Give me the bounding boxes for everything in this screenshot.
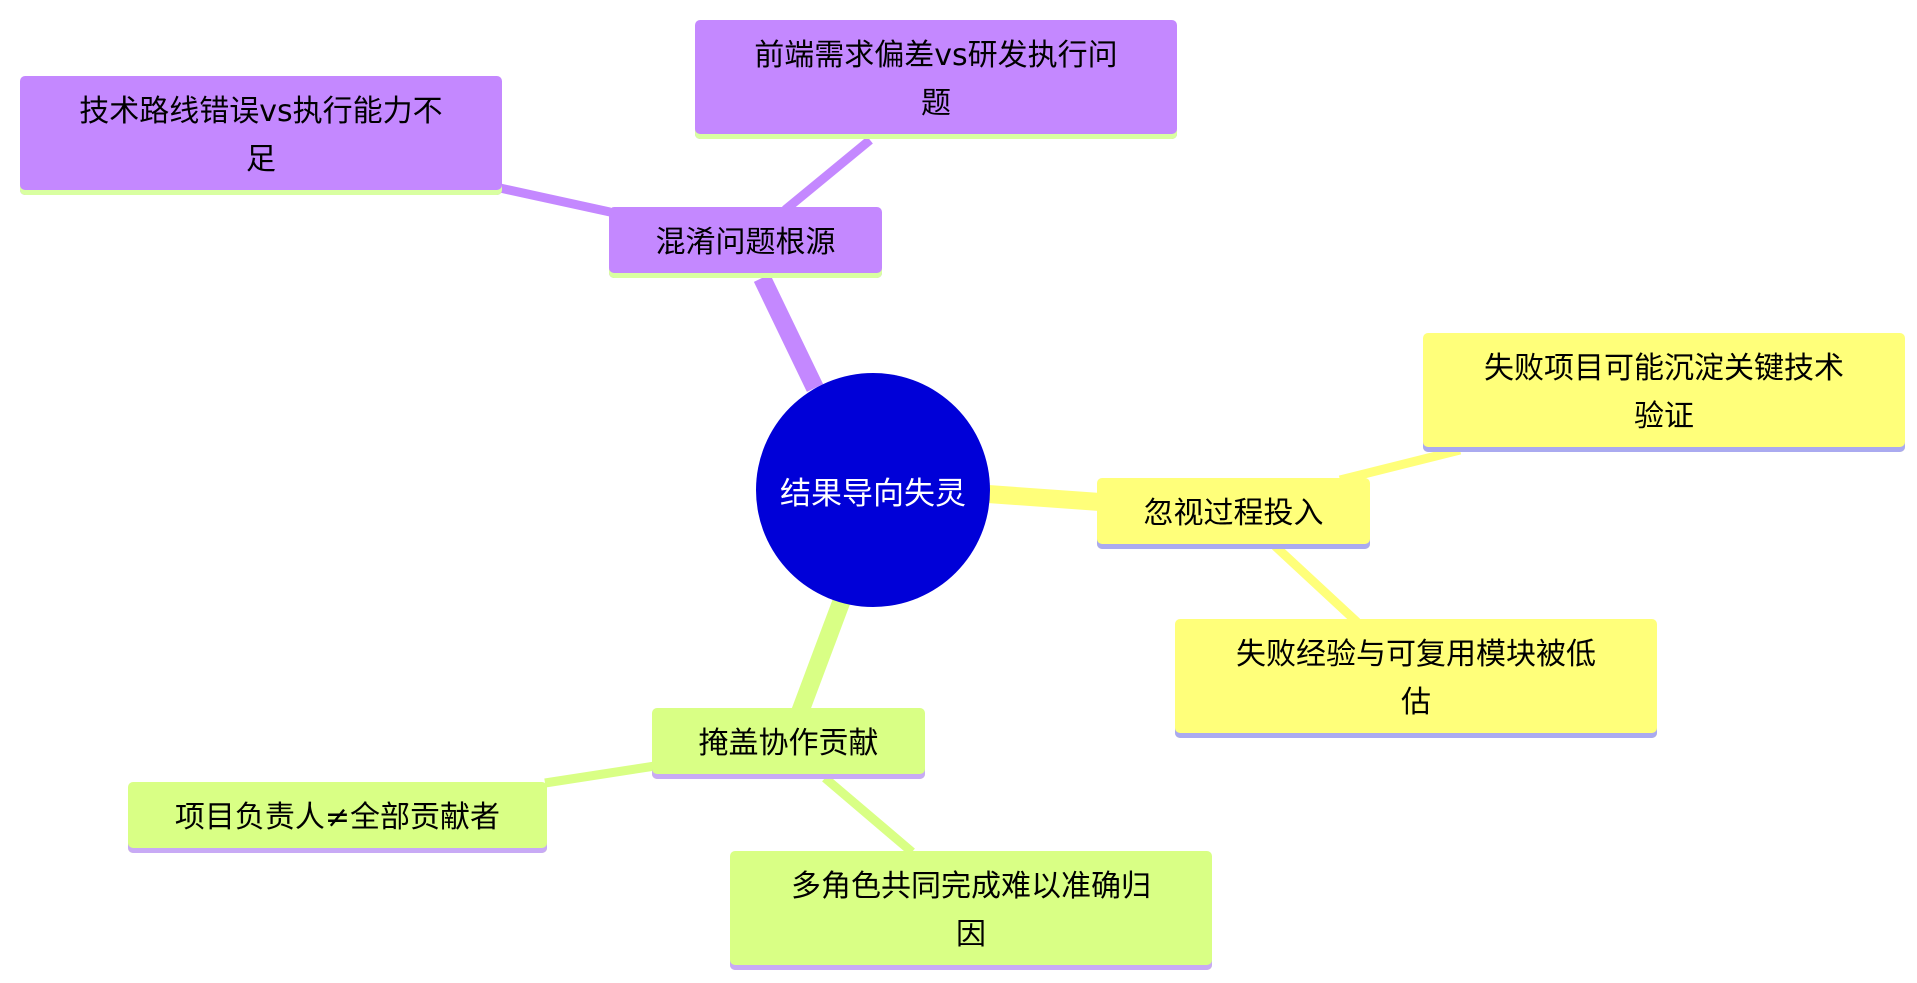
- child-line: 多角色共同完成难以准确归: [791, 868, 1151, 904]
- edge-confuse-child1: [499, 183, 611, 217]
- child-line: 题: [921, 85, 951, 121]
- edge-center-ignore: [987, 485, 1101, 511]
- branch-node-confuse[interactable]: 混淆问题根源: [609, 207, 882, 278]
- branch-node-cover[interactable]: 掩盖协作贡献: [652, 708, 925, 779]
- child-line: 失败项目可能沉淀关键技术: [1484, 350, 1844, 386]
- child-node-confuse-2[interactable]: 前端需求偏差vs研发执行问 题: [695, 20, 1177, 139]
- child-line: 项目负责人≠全部贡献者: [174, 799, 501, 835]
- child-line: 足: [246, 141, 276, 177]
- child-line: 验证: [1634, 398, 1694, 434]
- child-line: 失败经验与可复用模块被低: [1236, 636, 1596, 672]
- edge-ignore-child1: [1338, 445, 1462, 485]
- edge-confuse-child2: [782, 136, 873, 214]
- branch-node-ignore[interactable]: 忽视过程投入: [1097, 478, 1370, 549]
- edge-cover-child1: [544, 761, 656, 788]
- child-line: 前端需求偏差vs研发执行问: [754, 37, 1118, 73]
- edge-center-confuse: [753, 274, 824, 392]
- child-node-cover-2[interactable]: 多角色共同完成难以准确归 因: [730, 851, 1212, 970]
- edge-ignore-child2: [1271, 542, 1361, 626]
- child-node-ignore-2[interactable]: 失败经验与可复用模块被低 估: [1175, 619, 1657, 738]
- child-node-ignore-1[interactable]: 失败项目可能沉淀关键技术 验证: [1423, 333, 1905, 452]
- edge-center-cover: [791, 596, 851, 716]
- child-node-cover-1[interactable]: 项目负责人≠全部贡献者: [128, 782, 547, 853]
- branch-label: 掩盖协作贡献: [698, 725, 879, 761]
- child-line: 因: [956, 916, 986, 952]
- child-line: 估: [1401, 684, 1431, 720]
- child-line: 技术路线错误vs执行能力不: [79, 93, 443, 129]
- branch-label: 忽视过程投入: [1143, 495, 1324, 531]
- branch-label: 混淆问题根源: [655, 224, 836, 260]
- child-node-confuse-1[interactable]: 技术路线错误vs执行能力不 足: [20, 76, 502, 195]
- center-node[interactable]: 结果导向失灵: [756, 373, 990, 607]
- center-node-label: 结果导向失灵: [780, 475, 966, 512]
- edge-cover-child2: [822, 774, 915, 856]
